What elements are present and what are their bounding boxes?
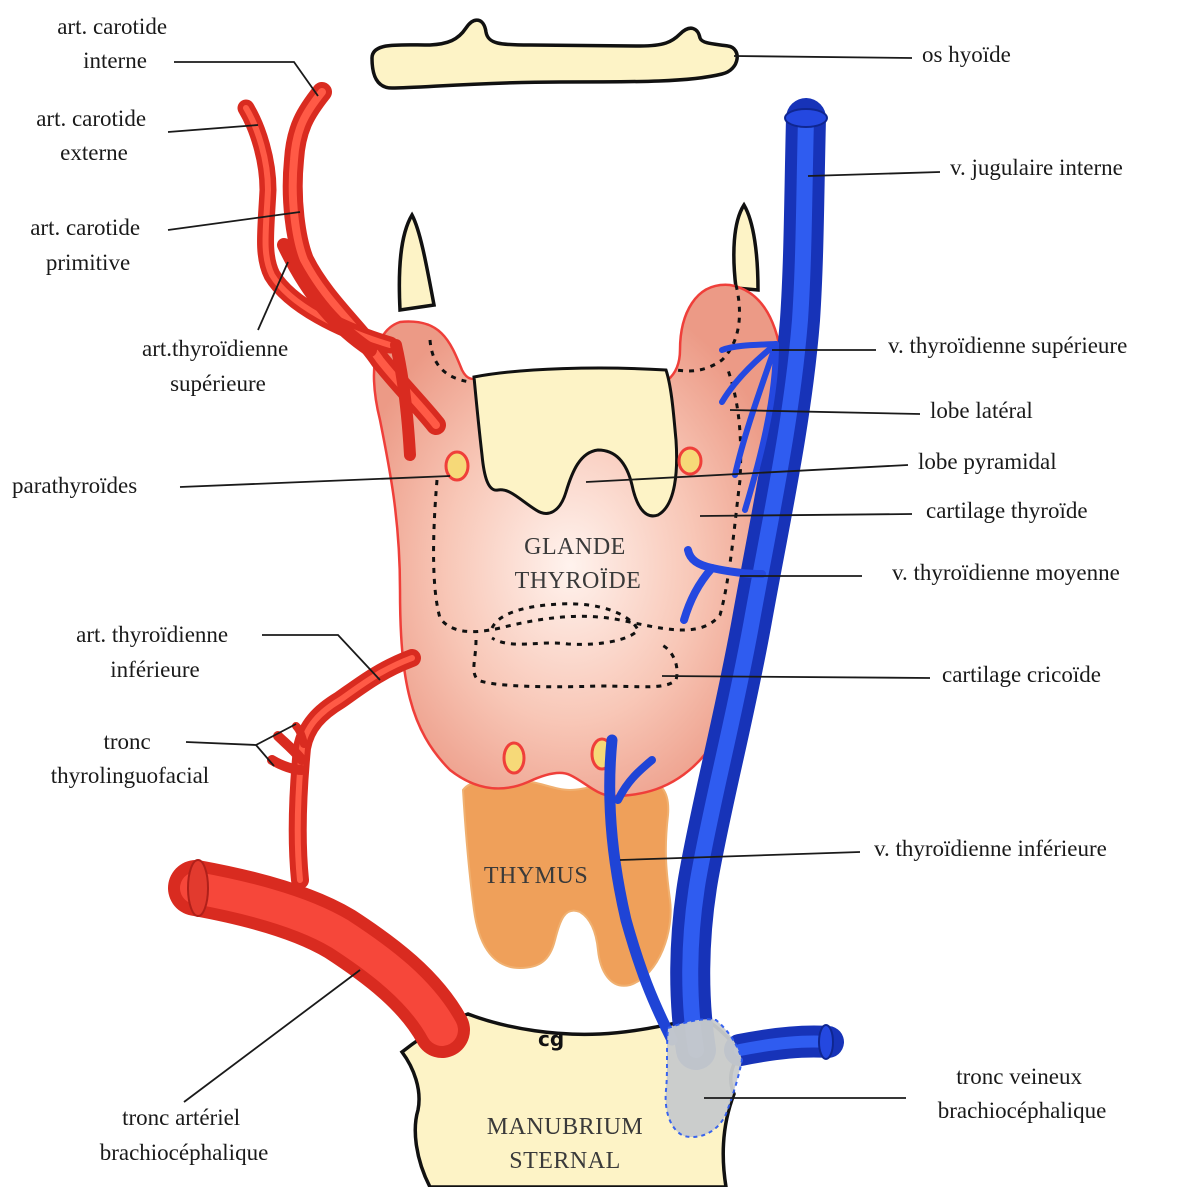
- signature: cg: [538, 1027, 564, 1051]
- label-parathyroides: parathyroïdes: [12, 473, 137, 498]
- label-carotide-primitive: art. carotide primitive: [30, 215, 146, 275]
- label-tronc-thyrolinguofacial: tronc thyrolinguofacial: [51, 729, 209, 788]
- brachiocephalic-trunk-opening: [188, 860, 208, 916]
- label-tronc-arteriel: tronc artériel brachiocéphalique: [100, 1105, 269, 1165]
- parathyroid-lower-left: [504, 743, 524, 773]
- venous-trunk-overlay: [666, 1019, 742, 1137]
- brachiocephalic-vein-opening: [819, 1025, 833, 1059]
- label-jugulaire-interne: v. jugulaire interne: [950, 155, 1123, 180]
- label-glande-2: THYROÏDE: [515, 568, 642, 594]
- thyroid-cartilage-horn-left: [399, 215, 434, 310]
- label-thyroidienne-moyenne: v. thyroïdienne moyenne: [892, 560, 1120, 585]
- label-thyroidienne-inf-vein: v. thyroïdienne inférieure: [874, 836, 1107, 861]
- label-glande-1: GLANDE: [524, 534, 626, 560]
- thyroid-cartilage-horn-right: [734, 205, 758, 290]
- label-thyroidienne-sup-art: art.thyroïdienne supérieure: [142, 336, 294, 396]
- label-tronc-veineux: tronc veineux brachiocéphalique: [938, 1064, 1107, 1123]
- label-os-hyoide: os hyoïde: [922, 42, 1011, 67]
- label-thyroidienne-sup-vein: v. thyroïdienne supérieure: [888, 333, 1127, 358]
- label-thymus: THYMUS: [484, 863, 588, 889]
- hyoid-bone: [372, 20, 737, 88]
- label-carotide-interne: art. carotide interne: [57, 14, 173, 73]
- jugular-vein-opening: [785, 109, 827, 127]
- label-manubrium-2: STERNAL: [509, 1148, 621, 1174]
- label-cartilage-cricoide: cartilage cricoïde: [942, 662, 1101, 687]
- label-cartilage-thyroide: cartilage thyroïde: [926, 498, 1088, 523]
- parathyroid-upper-right: [679, 448, 701, 474]
- label-carotide-externe: art. carotide externe: [36, 106, 152, 165]
- label-lobe-pyramidal: lobe pyramidal: [918, 449, 1057, 474]
- label-manubrium-1: MANUBRIUM: [487, 1114, 644, 1140]
- label-thyroidienne-inf-art: art. thyroïdienne inférieure: [76, 622, 234, 682]
- label-lobe-lateral: lobe latéral: [930, 398, 1033, 423]
